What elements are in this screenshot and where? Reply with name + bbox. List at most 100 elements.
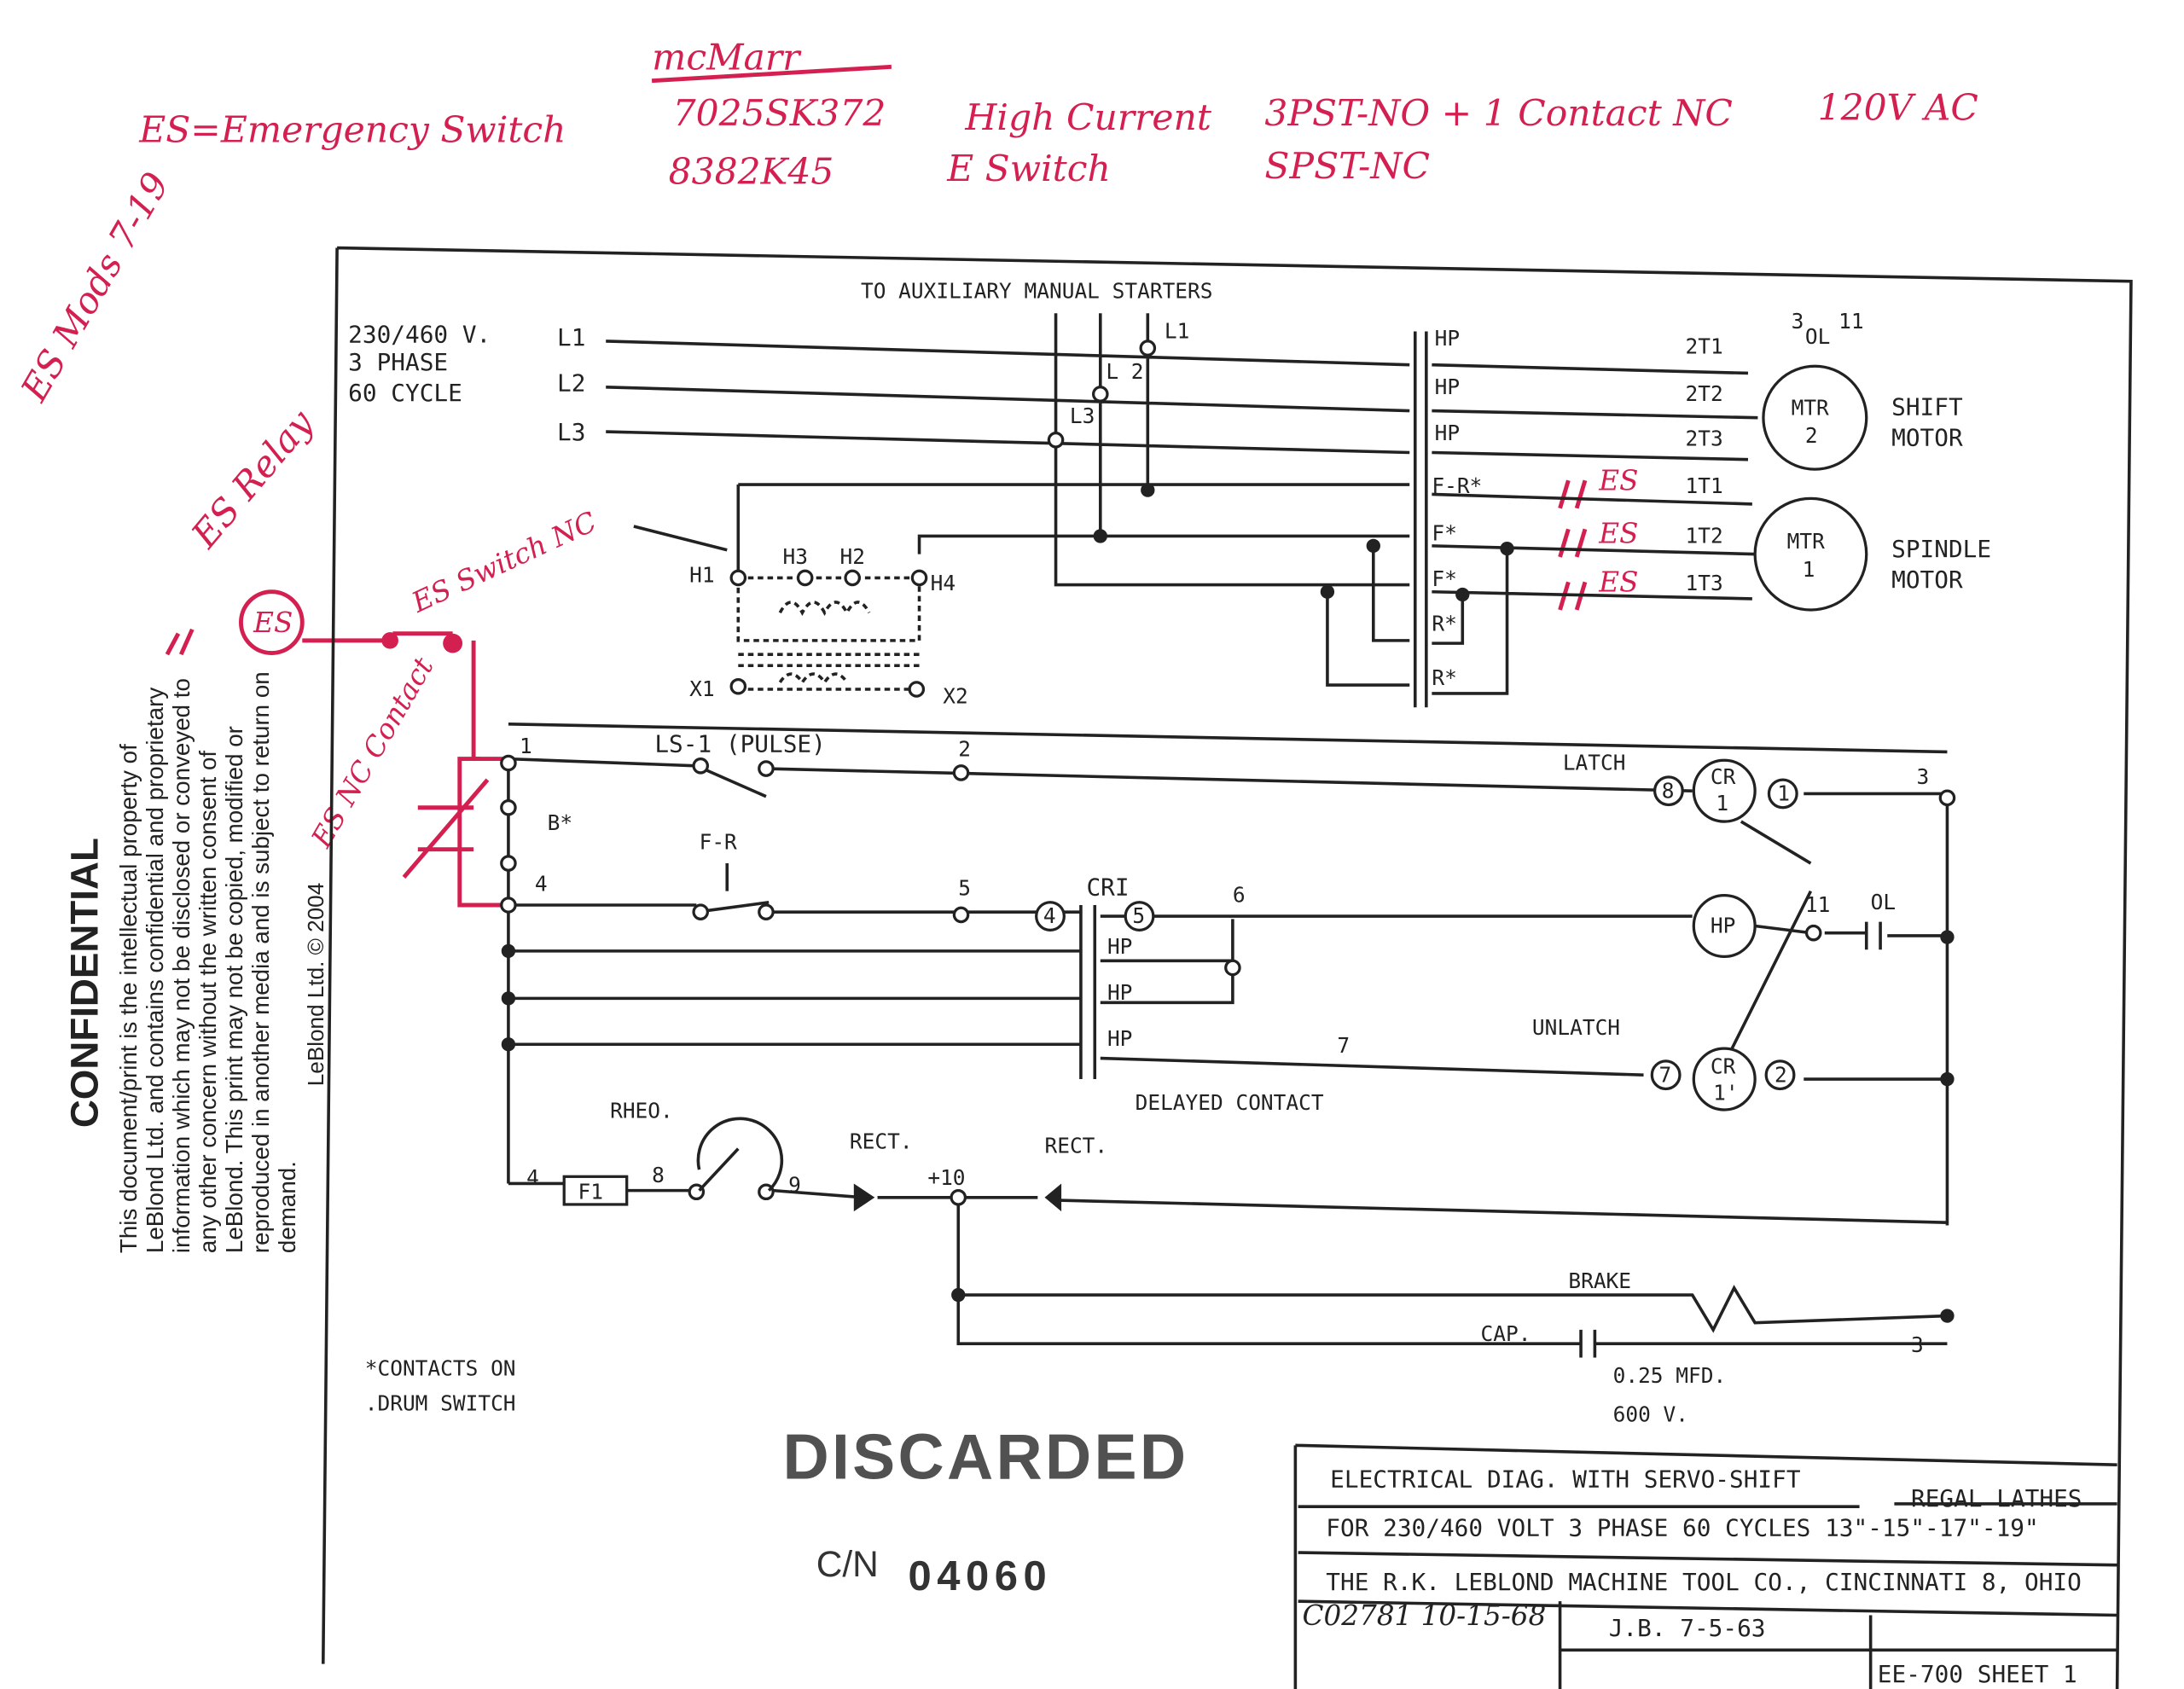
diagram-element bbox=[1320, 584, 1335, 599]
diagram-element bbox=[1047, 432, 1065, 449]
diagram-element bbox=[952, 764, 970, 781]
es-nc-contact bbox=[165, 628, 508, 908]
diagram-element bbox=[501, 943, 516, 959]
diagram-element bbox=[1762, 364, 1868, 471]
fuse-f1 bbox=[562, 1175, 629, 1206]
diagram-label: RECT. bbox=[850, 1129, 913, 1154]
diagram-label: H3 bbox=[783, 544, 808, 569]
diagram-label: 11 bbox=[1805, 892, 1830, 917]
diagram-label: LATCH bbox=[1563, 751, 1626, 775]
diagram-label: H4 bbox=[931, 571, 956, 595]
underline bbox=[651, 64, 892, 84]
diagram-label: 11 bbox=[1838, 309, 1863, 334]
diagram-element bbox=[1940, 1071, 1955, 1087]
diagram-label: reproduced in another media and is subje… bbox=[247, 671, 274, 1253]
diagram-element bbox=[1650, 1059, 1682, 1091]
diagram-label: LeBlond. This print may not be copied, m… bbox=[221, 726, 247, 1253]
diagram-label: MOTOR bbox=[1891, 423, 1963, 451]
diagram-label: 1T3 bbox=[1686, 571, 1723, 595]
diagram-label: H2 bbox=[839, 544, 864, 569]
part2-desc: E Switch bbox=[946, 148, 1111, 190]
diagram-element bbox=[501, 991, 516, 1006]
diagram-element bbox=[1940, 1309, 1955, 1323]
copyright: LeBlond Ltd. © 2004 bbox=[303, 883, 328, 1086]
sheet-number: EE-700 SHEET 1 bbox=[1878, 1660, 2077, 1688]
diagram-element bbox=[1035, 901, 1066, 932]
part1-spec: 3PST-NO + 1 Contact NC bbox=[1264, 93, 1732, 135]
diagram-label: CRI bbox=[1086, 874, 1129, 902]
diagram-element bbox=[1804, 924, 1822, 942]
part2-spec: SPST-NC bbox=[1264, 146, 1430, 188]
diagram-label: demand. bbox=[274, 1161, 300, 1253]
diagram-label: 2T2 bbox=[1686, 381, 1723, 406]
drawing-title: ELECTRICAL DIAG. WITH SERVO-SHIFT bbox=[1330, 1465, 1801, 1493]
diagram-label: 600 V. bbox=[1613, 1402, 1688, 1427]
diagram-label: 230/460 V. bbox=[348, 321, 491, 349]
diagram-label: 9 bbox=[788, 1172, 801, 1197]
diagram-label: 3 bbox=[1911, 1332, 1924, 1357]
diagram-label: 5 bbox=[1132, 903, 1145, 928]
confidential-notice: CONFIDENTIAL This document/print is the … bbox=[62, 671, 328, 1253]
diagram-label: MTR bbox=[1787, 529, 1825, 554]
es-definition: ES=Emergency Switch bbox=[138, 110, 566, 152]
product-name: REGAL LATHES bbox=[1911, 1484, 2082, 1512]
diagram-label: DISCARDED bbox=[783, 1421, 1189, 1493]
diagram-label: 1 bbox=[1777, 781, 1790, 806]
diagram-label: R* bbox=[1432, 665, 1456, 690]
diagram-element bbox=[1653, 775, 1684, 807]
diagram-element bbox=[1938, 789, 1956, 807]
diagram-element bbox=[950, 1188, 967, 1206]
contact-note: ES NC Contact bbox=[305, 651, 440, 853]
diagram-label: X1 bbox=[689, 676, 714, 701]
diagram-label: L3 bbox=[1070, 403, 1095, 428]
diagram-label: 3 PHASE bbox=[348, 348, 448, 376]
diagram-label: 4 bbox=[526, 1165, 539, 1190]
diagram-label: 2 bbox=[1805, 423, 1818, 448]
diagram-element bbox=[1692, 1047, 1757, 1111]
diagram-label: 1 bbox=[1803, 557, 1815, 582]
diagram-label: F-R bbox=[700, 830, 737, 855]
diagram-label: 3 bbox=[1917, 764, 1930, 789]
diagram-label: LS-1 (PULSE) bbox=[654, 729, 826, 757]
diagram-label: CR bbox=[1711, 1054, 1736, 1079]
diagram-element bbox=[1366, 538, 1380, 554]
diagram-element bbox=[500, 897, 517, 914]
diagram-element bbox=[501, 1037, 516, 1052]
diagram-label: SHIFT bbox=[1891, 392, 1963, 421]
title-block: ELECTRICAL DIAG. WITH SERVO-SHIFT REGAL … bbox=[1293, 1443, 2117, 1689]
diagram-element bbox=[951, 1287, 966, 1303]
diagram-label: HP bbox=[1107, 1026, 1132, 1051]
diagram-label: B* bbox=[548, 810, 572, 835]
diagram-element bbox=[1940, 930, 1955, 944]
diagram-label: ES bbox=[1598, 566, 1638, 599]
confidential-heading: CONFIDENTIAL bbox=[62, 838, 106, 1128]
diagram-label: 8 bbox=[1662, 778, 1675, 803]
diagram-label: L1 bbox=[1165, 319, 1189, 344]
diagram-label: HP bbox=[1435, 421, 1460, 445]
diagram-label: DELAYED CONTACT bbox=[1136, 1090, 1324, 1115]
diagram-element bbox=[796, 569, 814, 587]
diagram-label: CR bbox=[1711, 764, 1736, 789]
diagram-label: BRAKE bbox=[1568, 1268, 1631, 1293]
diagram-label: +10 bbox=[927, 1165, 965, 1190]
diagram-label: L1 bbox=[557, 323, 585, 351]
switch-note: ES Switch NC bbox=[406, 505, 601, 619]
diagram-label: .DRUM SWITCH bbox=[365, 1391, 516, 1416]
diagram-label: CAP. bbox=[1481, 1321, 1531, 1346]
drum-switch-note: *CONTACTS ON bbox=[365, 1356, 516, 1381]
diagram-element bbox=[758, 760, 775, 777]
diagram-element bbox=[1124, 901, 1155, 932]
drawing-border bbox=[321, 246, 2133, 1689]
diagram-label: SPINDLE bbox=[1891, 535, 1991, 563]
diagram-element bbox=[736, 576, 921, 691]
power-circuit: TO AUXILIARY MANUAL STARTERS 230/460 V. … bbox=[348, 278, 1991, 708]
diagram-label: any other concern without the written co… bbox=[195, 751, 221, 1253]
diagram-label: L2 bbox=[557, 369, 585, 398]
diagram-label: OL bbox=[1871, 890, 1896, 914]
diagram-label: C/N bbox=[816, 1544, 879, 1584]
diagram-label: This document/print is the intellectual … bbox=[115, 744, 142, 1253]
diagram-element bbox=[1500, 541, 1514, 556]
diagram-element bbox=[1692, 758, 1757, 823]
es-switch-node bbox=[381, 632, 398, 649]
